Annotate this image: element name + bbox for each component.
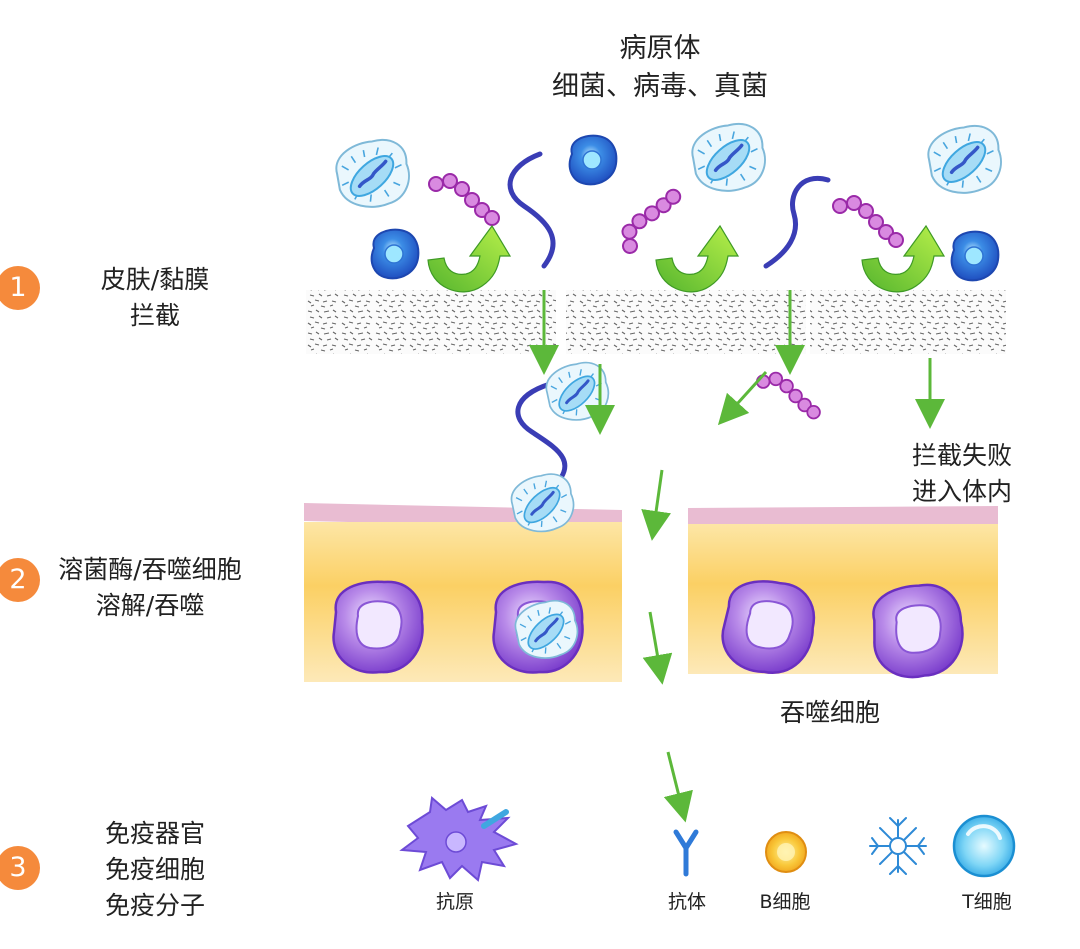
pathogen-title-line1: 病原体 [619, 33, 701, 64]
b-cell-label: B细胞 [759, 891, 811, 913]
phagocyte-label: 吞噬细胞 [779, 698, 880, 727]
antibody-label: 抗体 [667, 891, 706, 913]
step-badge-1: 1 [0, 266, 40, 310]
arrow-icon [642, 611, 673, 685]
t-cell-highlight [966, 824, 1002, 840]
spirillum-icon [507, 151, 556, 269]
step-1-line1: 皮肤/黏膜 [100, 265, 210, 294]
step-badge-3: 3 [0, 846, 40, 890]
pathogens-top [330, 118, 1008, 282]
pathogen-title-line2: 细菌、病毒、真菌 [552, 71, 768, 102]
step-2-label: 溶菌酶/吞噬细胞 溶解/吞噬 [40, 552, 260, 624]
step-badge-2: 2 [0, 558, 40, 602]
curved-arrow-icon [655, 225, 739, 293]
penetration-arrows [529, 290, 945, 823]
virus-icon [686, 118, 772, 199]
step-1-line2: 拦截 [129, 301, 180, 330]
step-3-line3: 免疫分子 [104, 891, 205, 920]
skin-segment [566, 290, 806, 354]
coccus-chain-icon [428, 173, 500, 226]
blocked-fail-line1: 拦截失败 [912, 441, 1013, 470]
virus-icon [922, 120, 1008, 201]
curved-arrow-icon [861, 225, 945, 293]
curved-arrow-icon [427, 225, 511, 293]
step-3-line1: 免疫器官 [104, 819, 205, 848]
spirillum-icon [763, 175, 831, 269]
virus-icon [330, 134, 416, 215]
skin-mucosa-barrier [306, 290, 1006, 354]
antigen-nucleus [445, 831, 467, 853]
arrow-icon [717, 370, 768, 426]
antigen-marker [481, 809, 509, 829]
step-3-line2: 免疫细胞 [104, 855, 205, 884]
immune-cells [399, 796, 1016, 882]
skin-segment [306, 290, 556, 354]
arrow-icon [663, 751, 693, 823]
pathogen-title: 病原体 细菌、病毒、真菌 [440, 30, 880, 106]
b-cell-nucleus [777, 843, 795, 861]
blue-cell-icon [370, 228, 420, 280]
blue-cell-icon [950, 230, 1000, 282]
step-2-line1: 溶菌酶/吞噬细胞 [58, 555, 242, 584]
blocked-arrows [427, 225, 945, 293]
coccus-chain-icon [617, 181, 683, 262]
antibody-icon [673, 829, 699, 877]
step-2-line2: 溶解/吞噬 [95, 591, 205, 620]
antigen-label: 抗原 [435, 891, 474, 913]
blocked-fail-line2: 进入体内 [912, 477, 1013, 506]
step-3-label: 免疫器官 免疫细胞 免疫分子 [60, 816, 250, 924]
step-1-label: 皮肤/黏膜 拦截 [60, 262, 250, 334]
pathogens-inside [506, 357, 821, 666]
coccus-chain-icon [832, 195, 904, 248]
t-cell-label: T细胞 [962, 891, 1012, 913]
blocked-fail-annotation: 拦截失败 进入体内 [912, 438, 1052, 510]
skin-segment [810, 290, 1006, 354]
spirillum-icon [515, 381, 568, 493]
arrow-icon [641, 469, 671, 541]
phagocyte-cell [332, 580, 424, 674]
blue-cell-icon [568, 134, 618, 186]
coccus-chain-icon [756, 371, 821, 420]
virus-icon [540, 357, 615, 427]
dendritic-cell-icon [869, 817, 927, 875]
tissue-right-membrane [688, 506, 998, 526]
